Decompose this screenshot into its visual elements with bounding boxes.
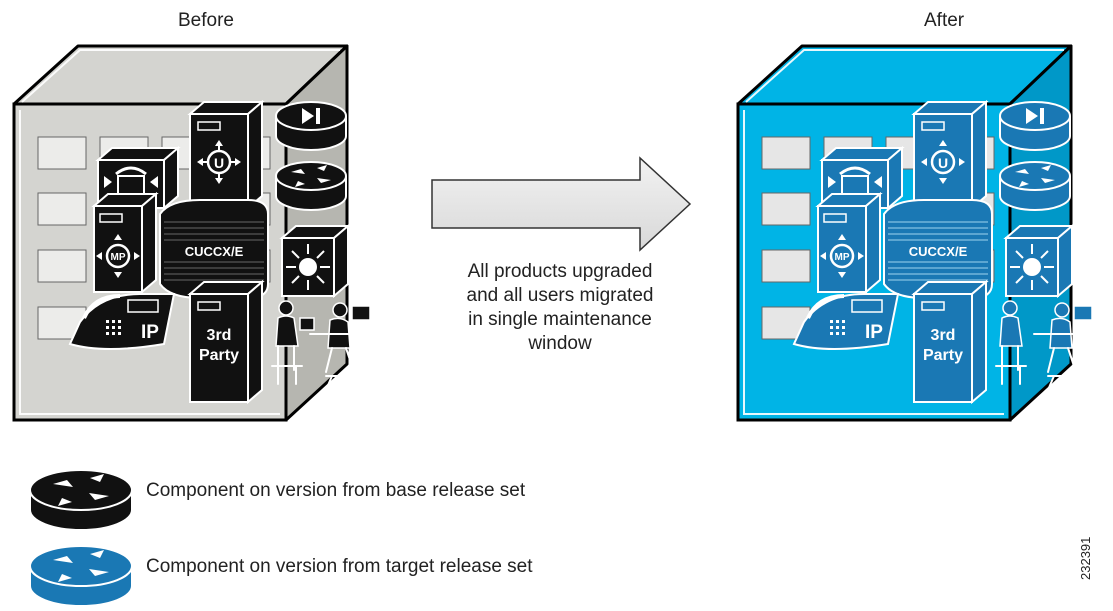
after-server-u: U — [911, 99, 989, 211]
after-ip-phone: IP — [792, 293, 900, 350]
legend-router-icon-base — [29, 469, 133, 531]
after-cube: U MP — [736, 44, 1095, 422]
after-router-arrows — [999, 161, 1071, 211]
before-server-u: U — [187, 99, 265, 211]
arrow-caption: All products upgraded and all users migr… — [410, 260, 710, 356]
before-agents — [271, 300, 373, 391]
arrow-caption-line-2: and all users migrated — [466, 285, 654, 306]
before-title: Before — [178, 10, 234, 31]
before-third-label-2: Party — [199, 347, 239, 364]
legend-label-target: Component on version from target release… — [146, 556, 533, 577]
after-switch — [1003, 223, 1075, 299]
after-third-label-1: 3rd — [931, 327, 956, 344]
before-cuccx-server: CUCCX/E — [159, 199, 269, 299]
figure-id: 232391 — [1078, 537, 1093, 580]
after-third-party-server: 3rd Party — [911, 279, 989, 405]
before-mp-label: MP — [111, 252, 126, 263]
before-server-mp: MP — [91, 191, 159, 295]
before-cube: U — [12, 44, 373, 422]
arrow-caption-line-3: in single maintenance — [468, 309, 652, 330]
before-third-party-server: 3rd Party — [187, 279, 265, 405]
before-u-label: U — [214, 155, 224, 171]
before-third-label-1: 3rd — [207, 327, 232, 344]
after-u-label: U — [938, 155, 948, 171]
after-title: After — [924, 10, 965, 31]
legend-label-base: Component on version from base release s… — [146, 480, 526, 501]
before-cuccx-label: CUCCX/E — [185, 244, 244, 259]
after-cuccx-label: CUCCX/E — [909, 244, 968, 259]
before-router-arrows — [275, 161, 347, 211]
arrow-caption-line-1: All products upgraded — [467, 261, 653, 282]
before-switch — [279, 223, 351, 299]
after-server-mp: MP — [815, 191, 883, 295]
before-router-play — [275, 101, 347, 151]
after-ip-label: IP — [865, 322, 883, 343]
after-third-label-2: Party — [923, 347, 963, 364]
migration-arrow — [431, 156, 692, 252]
before-ip-label: IP — [141, 322, 159, 343]
legend-router-icon-target — [29, 545, 133, 607]
before-ip-phone: IP — [68, 293, 176, 350]
after-mp-label: MP — [835, 252, 850, 263]
after-cuccx-server: CUCCX/E — [883, 199, 993, 299]
after-agents — [995, 300, 1095, 391]
arrow-caption-line-4: window — [528, 333, 592, 354]
after-router-play — [999, 101, 1071, 151]
